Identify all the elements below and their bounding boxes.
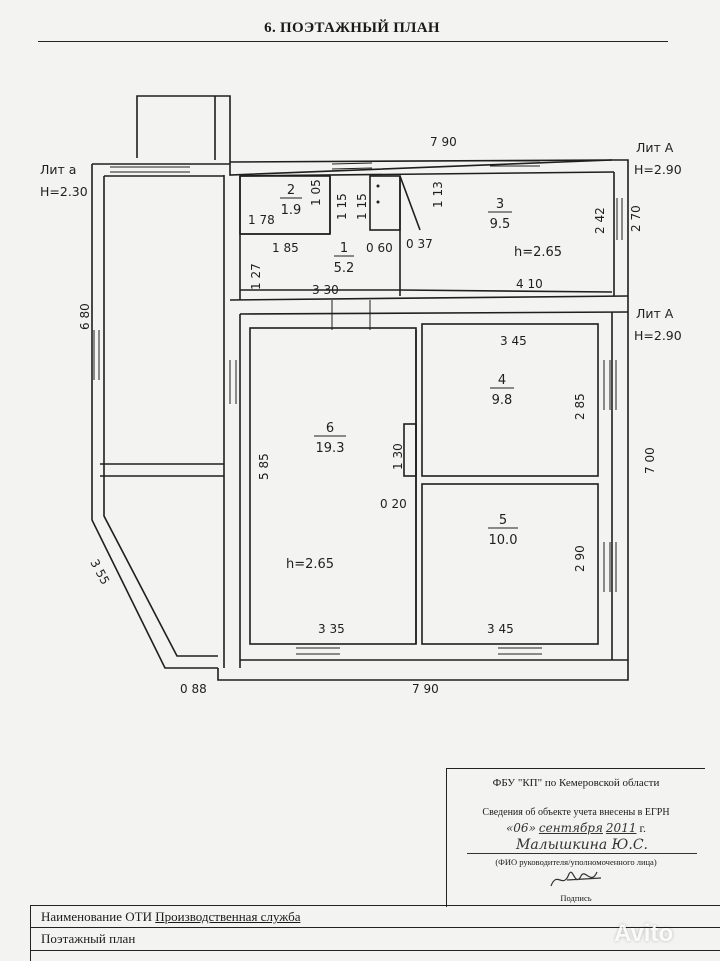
svg-text:4: 4 [498, 373, 506, 388]
dim-330: 3 30 [312, 283, 339, 297]
dim-127: 1 27 [249, 263, 263, 290]
room-2: 2 1.9 [280, 183, 302, 218]
svg-text:H=2.90: H=2.90 [634, 162, 682, 177]
footer-table: Наименование ОТИ Производственная служба… [30, 905, 720, 961]
dim-105: 1 05 [309, 179, 323, 206]
dim-345-bottom: 3 45 [487, 622, 514, 636]
sink-icon [376, 184, 380, 204]
stamp-org: ФБУ "КП" по Кемеровской области [492, 777, 660, 789]
window-right-1 [616, 198, 623, 240]
dim-088: 0 88 [180, 682, 207, 696]
floor-plan: 7 90 7 90 3 30 4 10 3 45 3 35 3 45 1 85 … [40, 95, 682, 696]
svg-text:6: 6 [326, 421, 334, 436]
svg-text:H=2.30: H=2.30 [40, 184, 88, 199]
dim-113: 1 13 [431, 181, 445, 208]
title-underline [38, 41, 668, 42]
porch-outline [136, 95, 231, 162]
avito-watermark: Avito [614, 920, 674, 947]
stamp-fio-caption: (ФИО руководителя/уполномоченного лица) [495, 857, 657, 867]
lit-A-mid-label: Лит А H=2.90 [634, 306, 682, 343]
window-right-3 [603, 542, 617, 592]
dim-037: 0 37 [406, 237, 433, 251]
window-top-3 [490, 160, 540, 167]
page-title: 6. ПОЭТАЖНЫЙ ПЛАН [264, 20, 440, 36]
svg-text:H=2.90: H=2.90 [634, 328, 682, 343]
svg-text:2: 2 [287, 183, 295, 198]
svg-text:1: 1 [340, 241, 348, 256]
egrn-stamp: ФБУ "КП" по Кемеровской области Сведения… [446, 768, 705, 907]
footer-divider-2 [31, 950, 720, 951]
dim-bottom-790: 7 90 [412, 682, 439, 696]
dim-242: 2 42 [593, 207, 607, 234]
dim-680: 6 80 [78, 303, 92, 330]
window-bottom-1 [296, 647, 340, 661]
dim-285: 2 85 [573, 393, 587, 420]
window-left-1 [229, 360, 237, 404]
dim-178: 1 78 [248, 213, 275, 227]
svg-text:5: 5 [499, 513, 507, 528]
footer-plan-label: Поэтажный план [41, 931, 136, 946]
dim-410: 4 10 [516, 277, 543, 291]
stamp-handwritten-name: Малышкина Ю.С. [467, 837, 697, 854]
svg-text:Лит а: Лит а [40, 162, 76, 177]
window-bottom-2 [498, 647, 542, 661]
dim-335: 3 35 [318, 622, 345, 636]
svg-text:10.0: 10.0 [489, 533, 518, 548]
room-1: 1 5.2 [334, 241, 355, 276]
room-5: 5 10.0 [488, 513, 518, 548]
window-left-2 [93, 330, 100, 380]
lit-A-top-label: Лит А H=2.90 [634, 140, 682, 177]
stamp-date: «06» сентября 2011 г. [505, 821, 647, 835]
lit-a-label: Лит а H=2.30 [40, 162, 88, 199]
dim-700: 7 00 [643, 447, 657, 474]
dim-185: 1 85 [272, 241, 299, 255]
dim-355: 3 55 [87, 557, 112, 587]
lit-a-outer-wall [91, 164, 218, 669]
footer-oti-row: Наименование ОТИ Производственная служба [41, 909, 301, 924]
svg-text:3: 3 [496, 197, 504, 212]
window-right-2 [603, 360, 617, 410]
dim-130: 1 30 [391, 443, 405, 470]
stamp-egrn-line: Сведения об объекте учета внесены в ЕГРН [482, 807, 670, 818]
dim-060: 0 60 [366, 241, 393, 255]
dim-top-790: 7 90 [430, 135, 457, 149]
svg-text:Лит А: Лит А [636, 140, 674, 155]
svg-text:9.8: 9.8 [492, 393, 513, 408]
window-top-2 [331, 162, 373, 170]
dim-270: 2 70 [629, 205, 643, 232]
door-top [331, 300, 371, 330]
dim-115a: 1 15 [335, 193, 349, 220]
dim-585: 5 85 [257, 453, 271, 480]
svg-text:19.3: 19.3 [316, 441, 345, 456]
window-top-1 [110, 166, 190, 173]
dim-290: 2 90 [573, 545, 587, 572]
svg-text:5.2: 5.2 [334, 261, 355, 276]
svg-text:9.5: 9.5 [490, 217, 511, 232]
dim-020: 0 20 [380, 497, 407, 511]
room-3: 3 9.5 [488, 197, 512, 232]
room-3-height: h=2.65 [514, 245, 562, 260]
dim-345-top: 3 45 [500, 334, 527, 348]
svg-text:1.9: 1.9 [281, 203, 302, 218]
room-6: 6 19.3 [314, 421, 346, 456]
footer-divider [31, 927, 720, 928]
signature-icon [550, 871, 602, 887]
svg-text:Лит А: Лит А [636, 306, 674, 321]
stamp-sign-caption: Подпись [560, 893, 592, 903]
dim-115b: 1 15 [355, 193, 369, 220]
room-4: 4 9.8 [490, 373, 514, 408]
room-6-height: h=2.65 [286, 557, 334, 572]
